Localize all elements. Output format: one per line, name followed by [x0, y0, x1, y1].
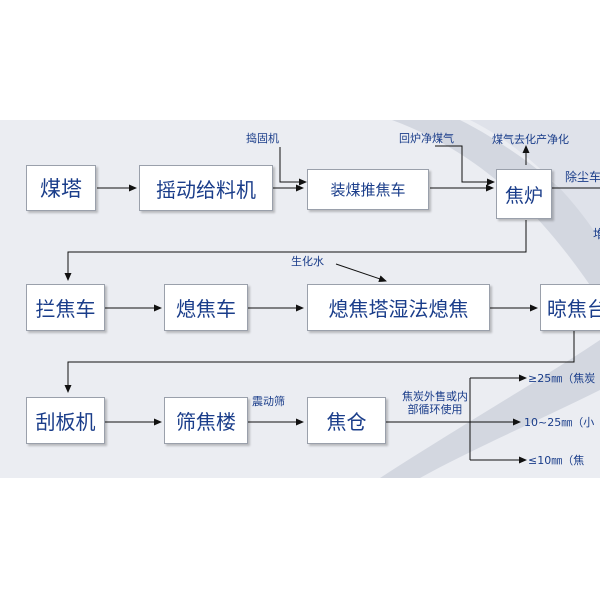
node-scraper: 刮板机: [26, 397, 105, 444]
node-charging-car: 装煤推焦车: [307, 169, 429, 210]
watermark-logo: [380, 120, 600, 478]
node-shaker-feeder: 摇动给料机: [139, 165, 273, 211]
label-gas-purify: 煤气去化产净化: [492, 133, 569, 146]
arrow-tamper: [279, 147, 307, 186]
node-coke-wharf: 晾焦台: [540, 284, 600, 331]
arrow-biochem-water: [335, 263, 387, 283]
label-vibrating-screen: 震动筛: [252, 395, 285, 408]
label-coke-sale-line2: 部循环使用: [407, 403, 463, 416]
node-coal-tower: 煤塔: [26, 165, 96, 211]
flow-arrows: [64, 145, 600, 464]
label-size-mid: 10~25㎜（小: [524, 416, 595, 429]
node-screening-building: 筛焦楼: [164, 397, 248, 444]
label-return-gas: 回炉净煤气: [399, 132, 454, 145]
node-coke-guide-car: 拦焦车: [26, 284, 105, 331]
label-dedust-cut: 堆: [593, 227, 600, 241]
node-coke-bin: 焦仓: [307, 397, 386, 444]
arrow-wharf-to-scraper: [64, 331, 575, 393]
label-size-large: ≥25㎜（焦炭: [528, 372, 596, 385]
label-coke-sale-line1: 焦炭外售或内: [402, 390, 468, 403]
node-wet-quench-tower: 熄焦塔湿法熄焦: [307, 284, 490, 331]
label-tamper: 捣固机: [246, 132, 279, 145]
node-quench-car: 熄焦车: [164, 284, 248, 331]
label-size-small: ≤10㎜（焦: [528, 454, 585, 467]
label-dedust: 除尘车: [565, 170, 600, 184]
arrow-return-gas: [435, 145, 495, 186]
process-flow-diagram: 煤塔 摇动给料机 装煤推焦车 焦炉 拦焦车 熄焦车 熄焦塔湿法熄焦 晾焦台 刮板…: [0, 120, 600, 478]
arrow-oven-to-guide-car: [64, 220, 527, 281]
label-coke-sale: 焦炭外售或内 部循环使用: [394, 390, 476, 416]
label-biochem-water: 生化水: [291, 255, 324, 268]
node-coke-oven: 焦炉: [496, 169, 552, 219]
